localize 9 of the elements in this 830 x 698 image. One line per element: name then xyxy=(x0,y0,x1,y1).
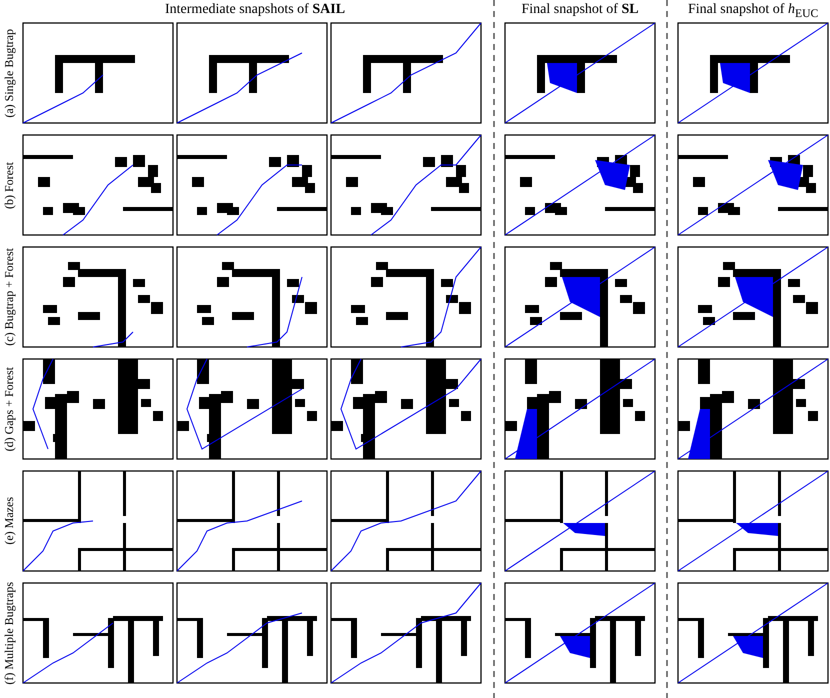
row-label: (d) Gaps + Forest xyxy=(2,367,17,452)
column-heading: Final snapshot of h$_{EUC}$ xyxy=(688,2,818,20)
row-label: (c) Bugtrap + Forest xyxy=(2,248,17,346)
column-heading: Final snapshot of SL xyxy=(522,2,639,18)
row-label: (a) Single Bugtrap xyxy=(2,28,17,118)
row-label: (f) Multiple Bugtraps xyxy=(2,582,17,684)
row-label: (e) Mazes xyxy=(2,497,17,545)
row-label: (b) Forest xyxy=(2,162,17,208)
column-heading: Intermediate snapshots of SAIL xyxy=(165,2,346,18)
